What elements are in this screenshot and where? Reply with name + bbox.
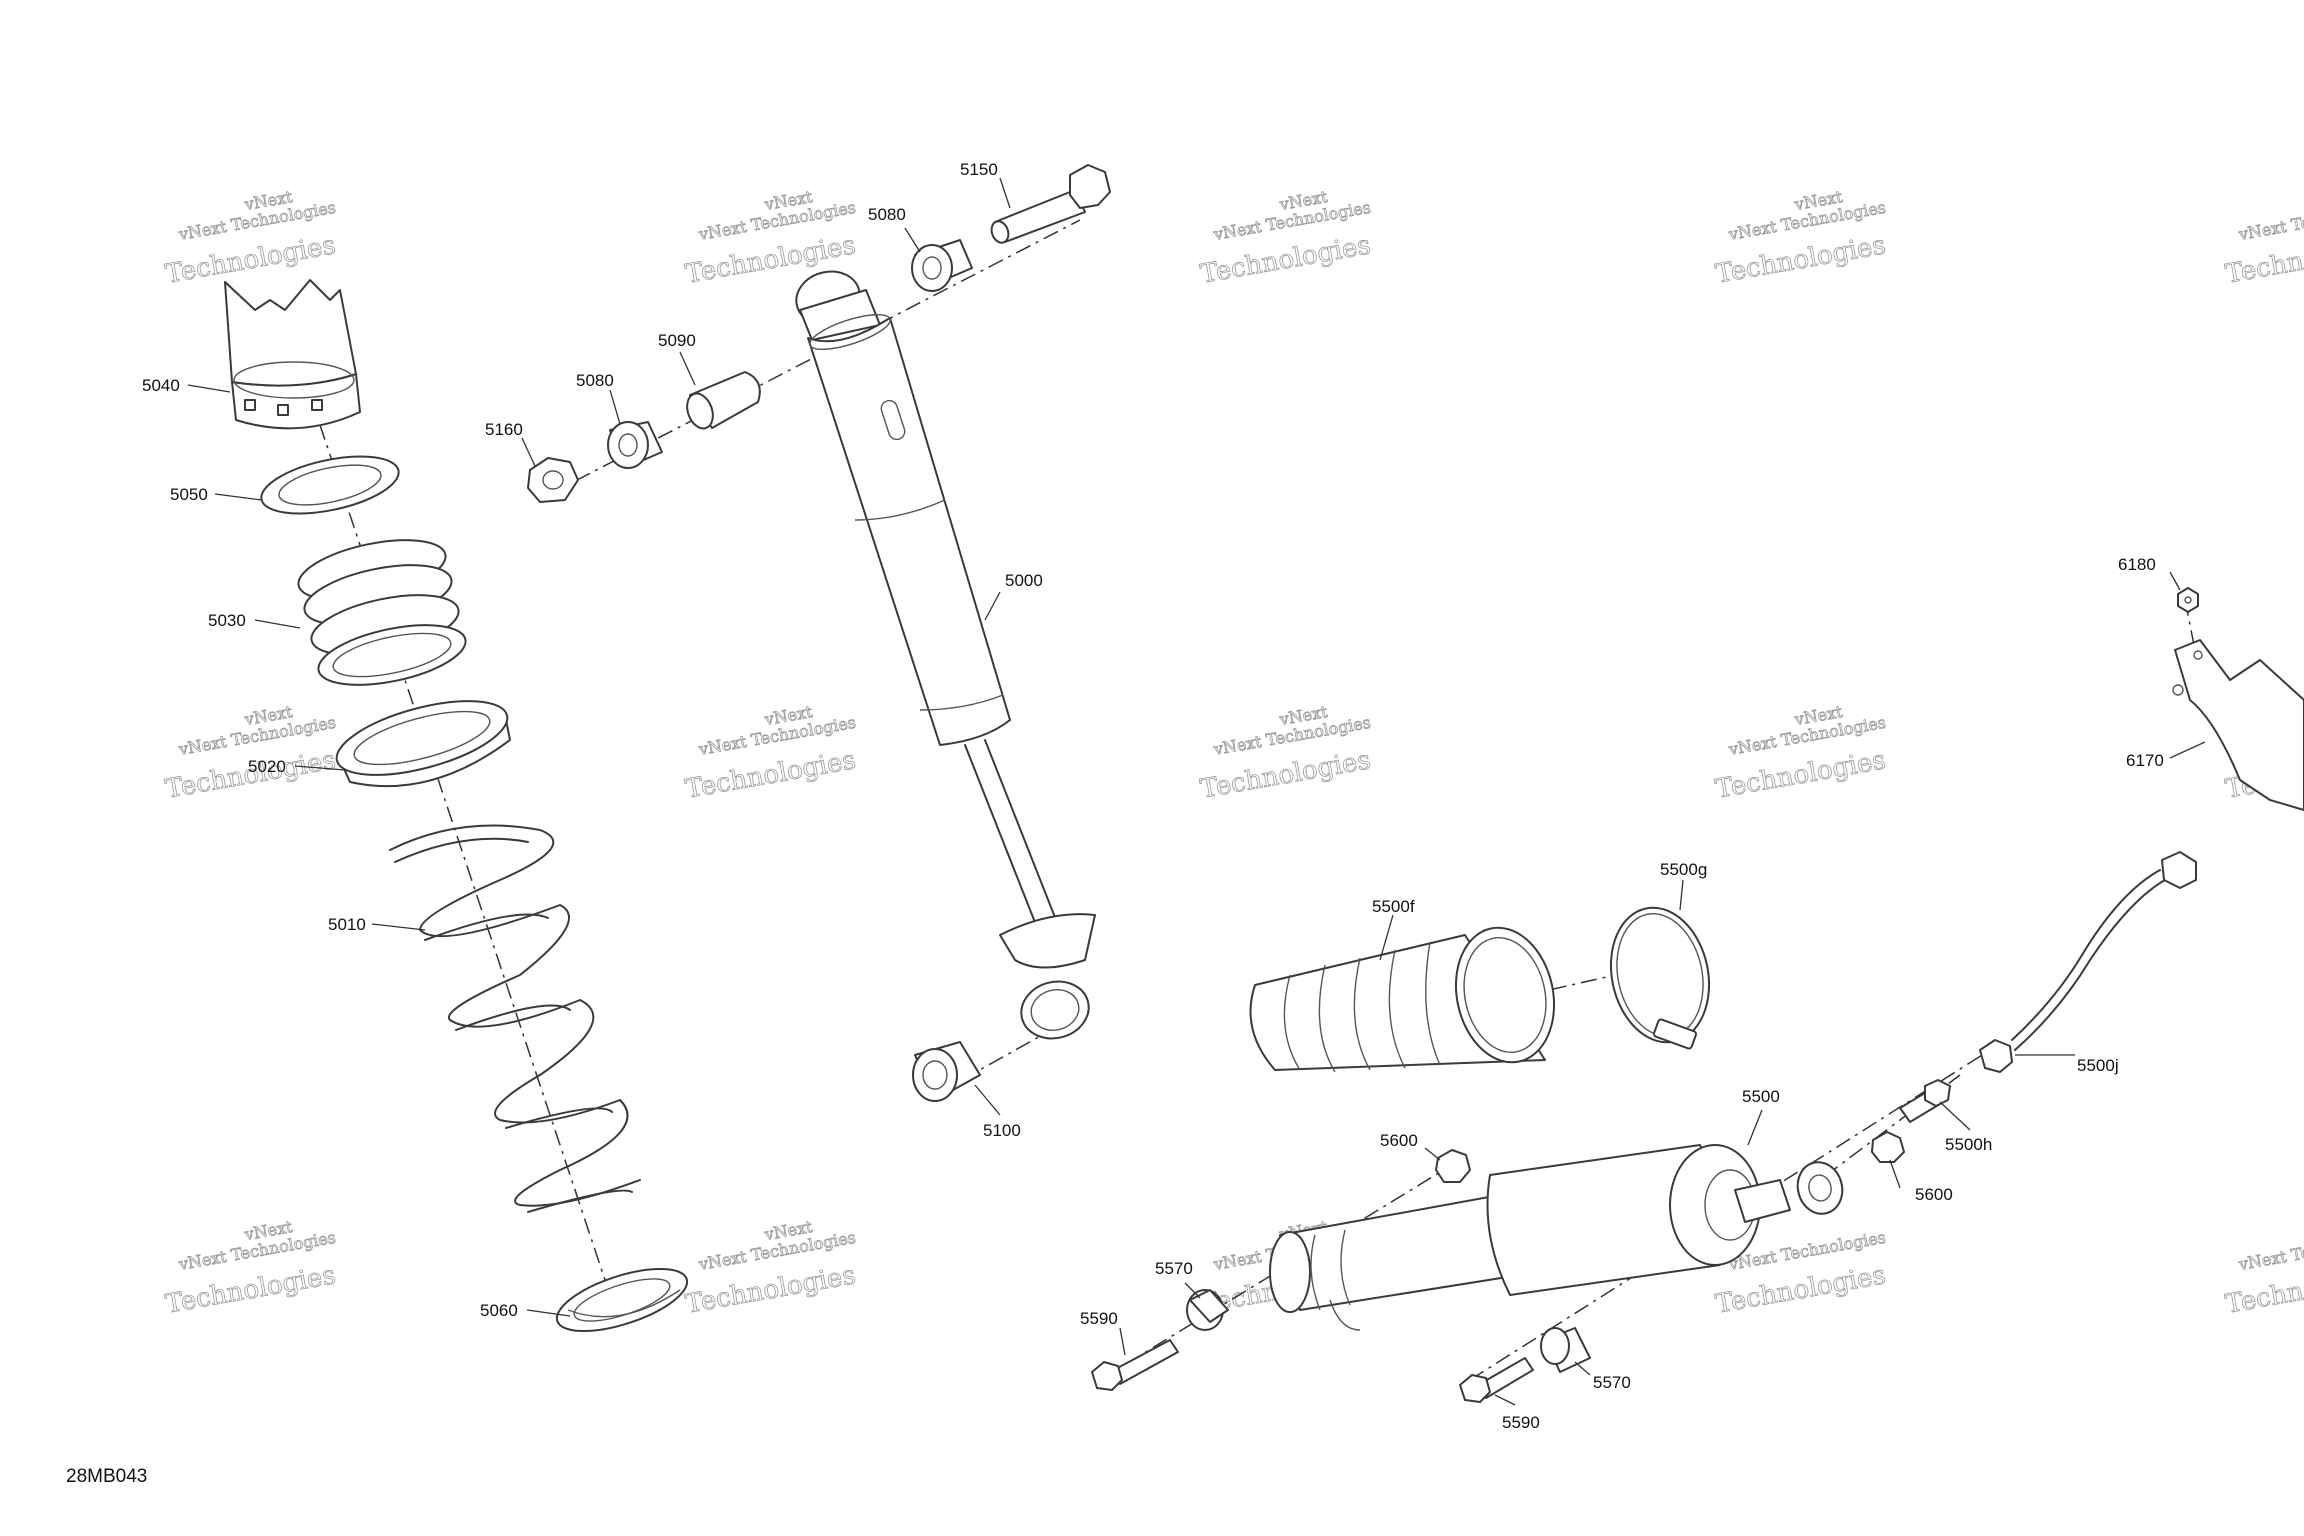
callout-5570: 5570 bbox=[1155, 1259, 1193, 1278]
callout-5570: 5570 bbox=[1593, 1373, 1631, 1392]
part-5050-washer bbox=[260, 455, 400, 515]
part-6180-screw bbox=[2177, 587, 2199, 613]
watermark: vNext Technologies Technologies vNext bbox=[1713, 702, 1888, 806]
watermark: vNext Technologies Technologies vNext bbox=[1198, 187, 1373, 291]
callout-5100: 5100 bbox=[983, 1121, 1021, 1140]
callout-5150: 5150 bbox=[960, 160, 998, 179]
part-5500j-hose bbox=[1979, 851, 2197, 1073]
part-5020-spring-retainer bbox=[335, 700, 511, 788]
callout-6170: 6170 bbox=[2126, 751, 2164, 770]
callout-5080: 5080 bbox=[868, 205, 906, 224]
callout-5050: 5050 bbox=[170, 485, 208, 504]
part-5600-spacer-reservoir bbox=[1796, 1161, 1844, 1215]
part-5030-tender-spring bbox=[297, 539, 467, 686]
part-6170-bracket bbox=[2172, 639, 2304, 811]
part-5500f-boot bbox=[1249, 926, 1556, 1073]
leader-lines bbox=[187, 177, 2206, 1406]
assembly-axes bbox=[309, 219, 2196, 1381]
callout-5160: 5160 bbox=[485, 420, 523, 439]
callout-5600: 5600 bbox=[1915, 1185, 1953, 1204]
watermark: vNext Technologies Technologies vNext bbox=[683, 1217, 858, 1321]
callout-5020: 5020 bbox=[248, 757, 286, 776]
callout-5500: 5500 bbox=[1742, 1087, 1780, 1106]
part-5040-spring-adjuster bbox=[224, 279, 361, 430]
callout-5590: 5590 bbox=[1080, 1309, 1118, 1328]
part-5080-bushing-lower bbox=[607, 421, 663, 469]
part-5060-spring-seat bbox=[555, 1267, 689, 1333]
part-5500-reservoir bbox=[1269, 1144, 1791, 1331]
callout-5010: 5010 bbox=[328, 915, 366, 934]
svg-text:vNext Technologies: vNext Technologies bbox=[2236, 198, 2304, 244]
svg-text:vNext Technologies: vNext Technologies bbox=[2236, 1228, 2304, 1274]
watermark: vNext Technologies Technologies vNext bbox=[683, 702, 858, 806]
part-5100-bushing bbox=[912, 1041, 981, 1102]
watermark: vNext Technologies Technologies vNext bbox=[163, 187, 338, 291]
watermark: vNext Technologies Technologies vNext bbox=[1713, 187, 1888, 291]
callout-5080: 5080 bbox=[576, 371, 614, 390]
callout-5500h: 5500h bbox=[1945, 1135, 1992, 1154]
callout-5040: 5040 bbox=[142, 376, 180, 395]
spring-axis bbox=[309, 394, 611, 1296]
part-5150-bolt bbox=[990, 164, 1111, 244]
part-5080-bushing-upper bbox=[911, 239, 973, 292]
watermark: vNext Technologies Technologies bbox=[2223, 197, 2304, 290]
callout-6180: 6180 bbox=[2118, 555, 2156, 574]
callout-5600: 5600 bbox=[1380, 1131, 1418, 1150]
watermark: vNext Technologies Technologies vNext bbox=[1198, 702, 1373, 806]
reservoir-right-axis bbox=[1469, 1049, 1991, 1381]
part-5590-bolt-right bbox=[1459, 1357, 1534, 1403]
callout-5000: 5000 bbox=[1005, 571, 1043, 590]
callout-5500f: 5500f bbox=[1372, 897, 1415, 916]
callout-5500g: 5500g bbox=[1660, 860, 1707, 879]
callout-5590: 5590 bbox=[1502, 1413, 1540, 1432]
part-5600-nut-right bbox=[1871, 1131, 1905, 1163]
part-5090-sleeve bbox=[686, 371, 761, 430]
callout-5030: 5030 bbox=[208, 611, 246, 630]
part-5600-nut-left bbox=[1435, 1149, 1471, 1183]
callout-5090: 5090 bbox=[658, 331, 696, 350]
part-5010-main-spring bbox=[389, 824, 641, 1213]
part-5000-shock-absorber bbox=[795, 270, 1096, 1040]
callout-5500j: 5500j bbox=[2077, 1056, 2119, 1075]
part-5500h-fitting bbox=[1899, 1079, 1951, 1123]
watermark: vNext Technologies Technologies vNext bbox=[163, 1217, 338, 1321]
drawing-id: 28MB043 bbox=[66, 1466, 147, 1487]
callout-labels: 5040 5050 5030 5020 5010 5060 5160 5080 … bbox=[142, 160, 2164, 1432]
part-5500g-clamp bbox=[1609, 906, 1711, 1050]
part-5570-spacer-right bbox=[1540, 1327, 1591, 1373]
watermark: vNext Technologies Technologies vNext bbox=[163, 702, 338, 806]
watermark: vNext Technologies Technologies bbox=[2223, 1227, 2304, 1320]
part-5590-bolt-left bbox=[1091, 1339, 1179, 1391]
part-5160-nut bbox=[527, 457, 579, 503]
callout-5060: 5060 bbox=[480, 1301, 518, 1320]
